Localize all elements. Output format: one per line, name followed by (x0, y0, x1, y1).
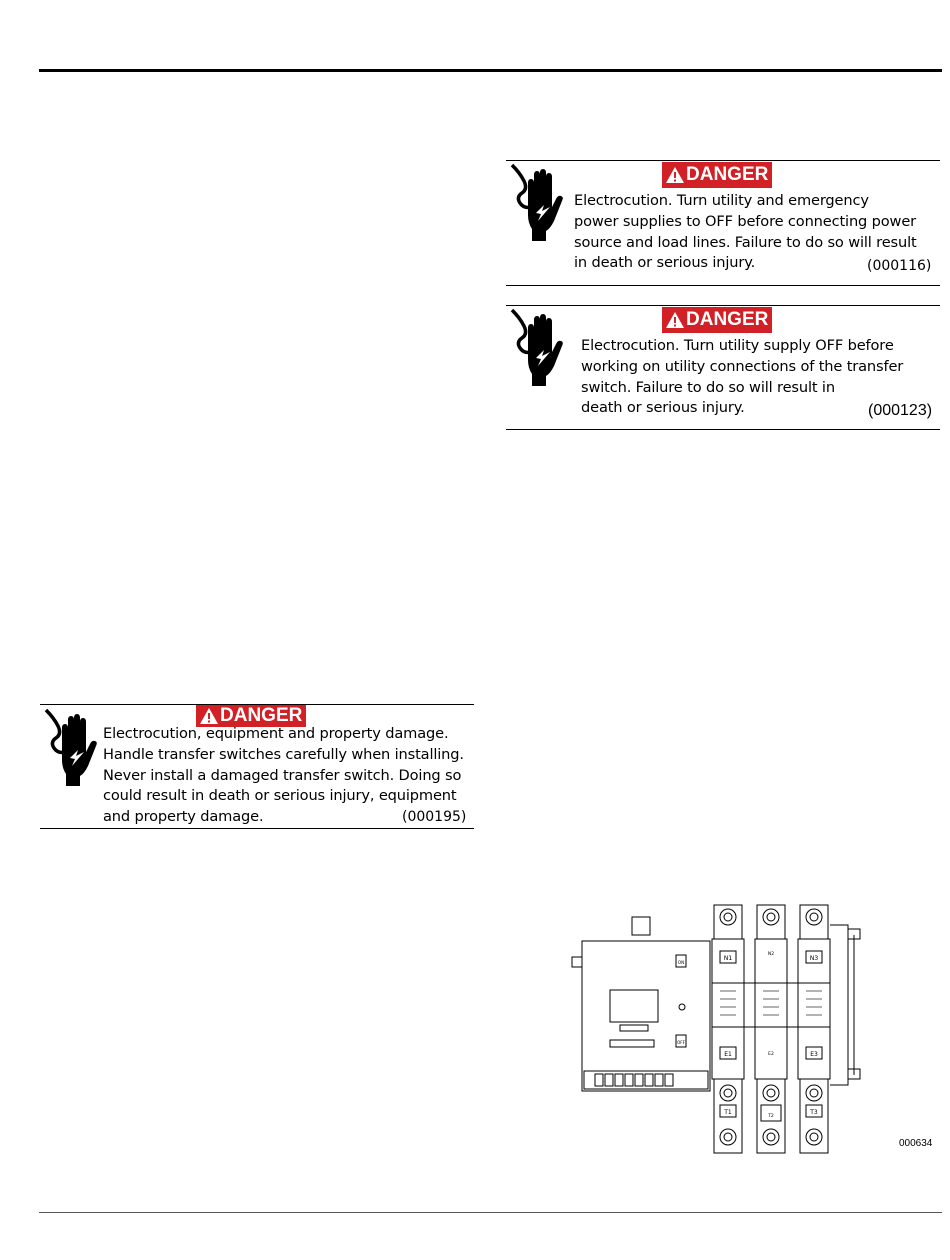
label-e1: E1 (724, 1051, 732, 1058)
warning-triangle-icon (200, 708, 218, 724)
label-e3: E3 (810, 1051, 818, 1058)
header-rule (39, 69, 942, 72)
danger-notice-2: DANGER Electrocution. Turn utility suppl… (506, 305, 940, 430)
danger-label-text: DANGER (220, 705, 303, 726)
terminal-strip (594, 1073, 674, 1087)
danger-line: source and load lines. Failure to do so … (574, 233, 917, 251)
board-nameplate (609, 989, 659, 1023)
danger-label: DANGER (662, 307, 773, 333)
danger-line: Electrocution, equipment and property da… (103, 725, 449, 742)
danger-label-text: DANGER (686, 309, 769, 330)
danger-line: could result in death or serious injury,… (103, 787, 457, 805)
warning-triangle-icon (666, 167, 684, 183)
danger-line: in death or serious injury. (574, 254, 756, 272)
danger-line: death or serious injury. (581, 399, 745, 417)
electrocution-hand-icon (510, 308, 563, 386)
pole-1 (711, 904, 745, 1154)
danger-line: switch. Failure to do so will result in (581, 378, 835, 396)
danger-line: Never install a damaged transfer switch.… (103, 766, 462, 784)
pole-2 (754, 904, 788, 1154)
label-t1: T1 (723, 1109, 732, 1116)
warning-triangle-icon (666, 312, 684, 328)
danger-code: (000195) (402, 809, 467, 825)
danger-line: power supplies to OFF before connecting … (574, 212, 917, 230)
label-e2: E2 (768, 1051, 774, 1057)
danger-notice-3: DANGER Electrocution, equipment and prop… (40, 704, 474, 829)
label-n1: N1 (724, 955, 732, 962)
danger-text: Electrocution. Turn utility and emergenc… (574, 191, 917, 274)
footer-rule (39, 1212, 942, 1213)
label-n2: N2 (768, 951, 774, 957)
pole-3 (797, 904, 831, 1154)
figure-id: 000634 (899, 1138, 933, 1149)
danger-line: Electrocution. Turn utility and emergenc… (574, 192, 869, 209)
electrocution-hand-icon (44, 708, 97, 786)
danger-notice-1: DANGER Electrocution. Turn utility and e… (506, 160, 940, 286)
label-n3: N3 (810, 955, 818, 962)
control-board (581, 940, 711, 1092)
danger-label: DANGER (196, 705, 307, 727)
danger-line: Electrocution. Turn utility supply OFF b… (581, 337, 894, 354)
danger-label-text: DANGER (686, 164, 769, 185)
electrocution-hand-icon (510, 163, 563, 241)
transfer-switch-diagram: N1 N3 N2 E1 E3 E2 T1 T3 T2 ON OFF (571, 904, 861, 1154)
danger-line: and property damage. (103, 808, 264, 826)
label-t2: T2 (767, 1113, 774, 1119)
danger-line: Handle transfer switches carefully when … (103, 745, 464, 763)
tag-on: ON (678, 960, 684, 965)
danger-text: Electrocution. Turn utility supply OFF b… (581, 336, 903, 419)
danger-code: (000116) (867, 258, 932, 274)
tag-off: OFF (677, 1040, 685, 1045)
danger-line: working on utility connections of the tr… (581, 357, 904, 375)
danger-code: (000123) (868, 402, 933, 419)
danger-label: DANGER (662, 162, 773, 188)
label-t3: T3 (809, 1109, 818, 1116)
danger-text: Electrocution, equipment and property da… (103, 724, 464, 828)
